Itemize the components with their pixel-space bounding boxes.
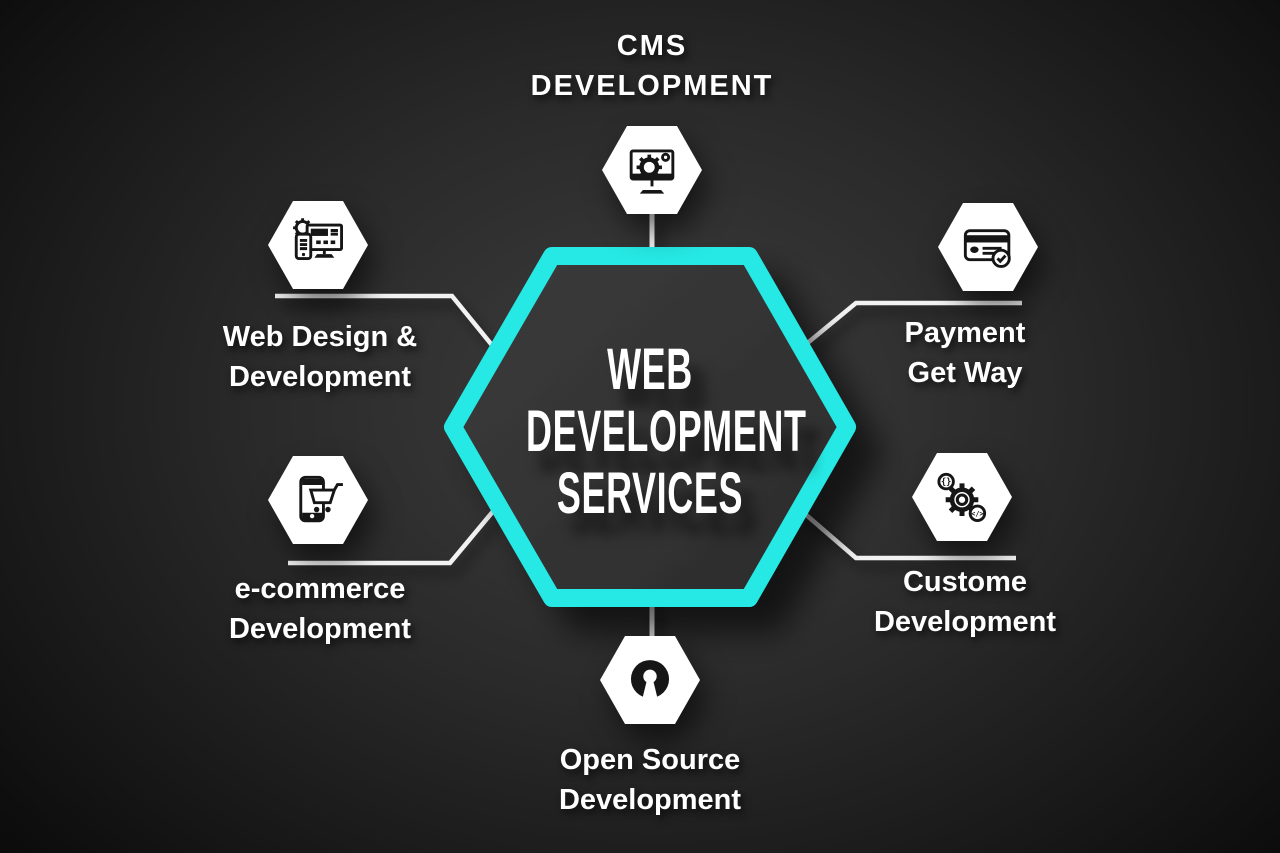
curly-braces-badge: {} — [941, 477, 951, 487]
phone-cart-icon — [299, 475, 343, 523]
label-ecommerce-line-1: e-commerce — [234, 573, 406, 605]
node-custom-hexagon: {} </> — [912, 453, 1012, 541]
credit-card-check-icon — [963, 229, 1011, 268]
label-cms: CMS DEVELOPMENT — [472, 26, 832, 106]
label-open-source: Open Source Development — [470, 740, 830, 820]
connector-web-design — [275, 293, 502, 357]
label-payment: Payment Get Way — [785, 313, 1145, 393]
connector-custom — [795, 505, 1016, 561]
label-open-source-line-2: Development — [558, 784, 742, 816]
label-custom-line-1: Custome — [902, 566, 1028, 598]
node-ecommerce-hexagon — [268, 456, 368, 544]
node-open-source-hexagon — [600, 636, 700, 724]
connector-payment — [797, 300, 1022, 352]
monitor-phone-gear-icon — [293, 218, 344, 261]
cms-monitor-gear-icon — [629, 149, 675, 194]
label-ecommerce-line-2: Development — [228, 613, 412, 645]
center-hexagon — [444, 247, 856, 607]
label-web-design-line-1: Web Design & — [222, 321, 418, 353]
gear-code-icon: {} </> — [937, 472, 987, 523]
label-payment-line-2: Get Way — [907, 357, 1023, 389]
label-payment-line-1: Payment — [904, 317, 1026, 349]
connector-ecommerce — [288, 501, 502, 566]
node-cms-hexagon — [602, 126, 702, 214]
label-ecommerce: e-commerce Development — [140, 569, 500, 649]
label-cms-line-1: CMS — [616, 30, 688, 62]
node-payment-hexagon — [938, 203, 1038, 291]
label-open-source-line-1: Open Source — [559, 744, 741, 776]
label-custom: Custome Development — [785, 562, 1145, 642]
label-custom-line-2: Development — [873, 606, 1057, 638]
code-tag-badge: </> — [971, 510, 983, 518]
label-web-design: Web Design & Development — [140, 317, 500, 397]
label-cms-line-2: DEVELOPMENT — [530, 70, 774, 102]
node-web-design-hexagon — [268, 201, 368, 289]
open-source-keyhole-icon — [630, 660, 670, 700]
label-web-design-line-2: Development — [228, 361, 412, 393]
